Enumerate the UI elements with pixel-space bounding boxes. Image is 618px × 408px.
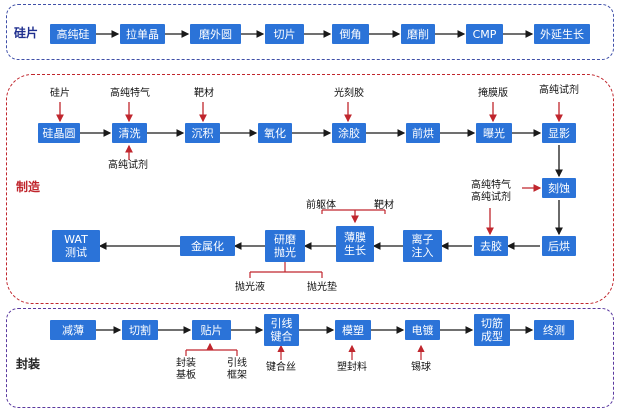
input-label-tin-ball: 锡球 [411,362,431,373]
fab-step-ion-implant: 离子 注入 [403,230,442,262]
packaging-section-label: 封装 [16,357,41,371]
pkg-step-die-attach: 贴片 [192,320,231,340]
wafer-step-epitaxy: 外延生长 [534,24,590,44]
wafer-step-high-purity-silicon: 高纯硅 [50,24,96,44]
pkg-step-trim-form: 切筋 成型 [474,314,510,346]
fab-input-arrows [56,102,563,236]
input-label-target: 靶材 [194,88,214,99]
pkg-step-final-test: 终测 [534,320,574,340]
input-label-precursor: 前躯体 [306,200,336,211]
input-label-wafer: 硅片 [50,88,70,99]
wafer-step-edge-rounding: 倒角 [332,24,369,44]
input-label-reagent-bottom: 高纯试剂 [108,160,148,171]
pkg-step-thinning: 减薄 [50,320,96,340]
fab-right-arrows [506,145,563,250]
wafer-step-slicing: 切片 [265,24,304,44]
fab-step-film-growth: 薄膜 生长 [336,226,374,262]
input-label-reagent-top: 高纯试剂 [539,85,579,96]
input-label-polish-liquid: 抛光液 [235,282,265,293]
input-label-substrate: 封装 基板 [176,358,196,381]
pkg-step-wire-bonding: 引线 键合 [264,314,299,346]
fab-step-metallization: 金属化 [180,236,235,256]
input-label-polish-pad: 抛光垫 [307,282,337,293]
fab-step-oxidation: 氧化 [258,123,292,143]
wafer-step-cmp: CMP [466,24,503,44]
pkg-input-arrows [185,342,425,360]
fab-step-deposition: 沉积 [185,123,220,143]
fab-step-coating: 涂胶 [332,123,366,143]
input-label-mask: 掩膜版 [478,88,508,99]
input-label-mold-compound: 塑封料 [337,362,367,373]
input-label-bond-wire: 键合丝 [266,362,296,373]
wafer-step-grinding: 磨削 [401,24,435,44]
pkg-step-plating: 电镀 [405,320,440,340]
fab-step-cleaning: 清洗 [112,123,147,143]
fab-step-exposure: 曝光 [476,123,512,143]
wafer-step-od-grinding: 磨外圆 [190,24,241,44]
fab-step-silicon-wafer: 硅晶圆 [38,123,80,143]
fab-step-development: 显影 [542,123,576,143]
polish-input-bracket [249,262,323,278]
input-label-gas: 高纯特气 [110,88,150,99]
fab-section-label: 制造 [16,180,41,194]
input-label-leadframe: 引线 框架 [227,358,247,381]
fab-section [6,74,614,304]
wafer-step-crystal-pulling: 拉单晶 [120,24,165,44]
fab-step-wat-test: WAT 测试 [52,230,100,262]
input-label-film-target: 靶材 [374,200,394,211]
fab-step-etching: 刻蚀 [542,178,576,198]
wafer-section [6,4,614,60]
wafer-section-label: 硅片 [14,26,39,40]
input-label-etch-chemicals: 高纯特气 高纯试剂 [471,180,511,203]
pkg-step-molding: 模塑 [335,320,371,340]
fab-step-cmp-polish: 研磨 抛光 [265,230,305,262]
film-input-bracket [321,209,386,214]
fab-step-postbake: 后烘 [542,236,576,256]
fab-step-prebake: 前烘 [406,123,440,143]
input-label-photoresist: 光刻胶 [334,88,364,99]
fab-step-resist-strip: 去胶 [474,236,508,256]
pkg-step-dicing: 切割 [122,320,158,340]
